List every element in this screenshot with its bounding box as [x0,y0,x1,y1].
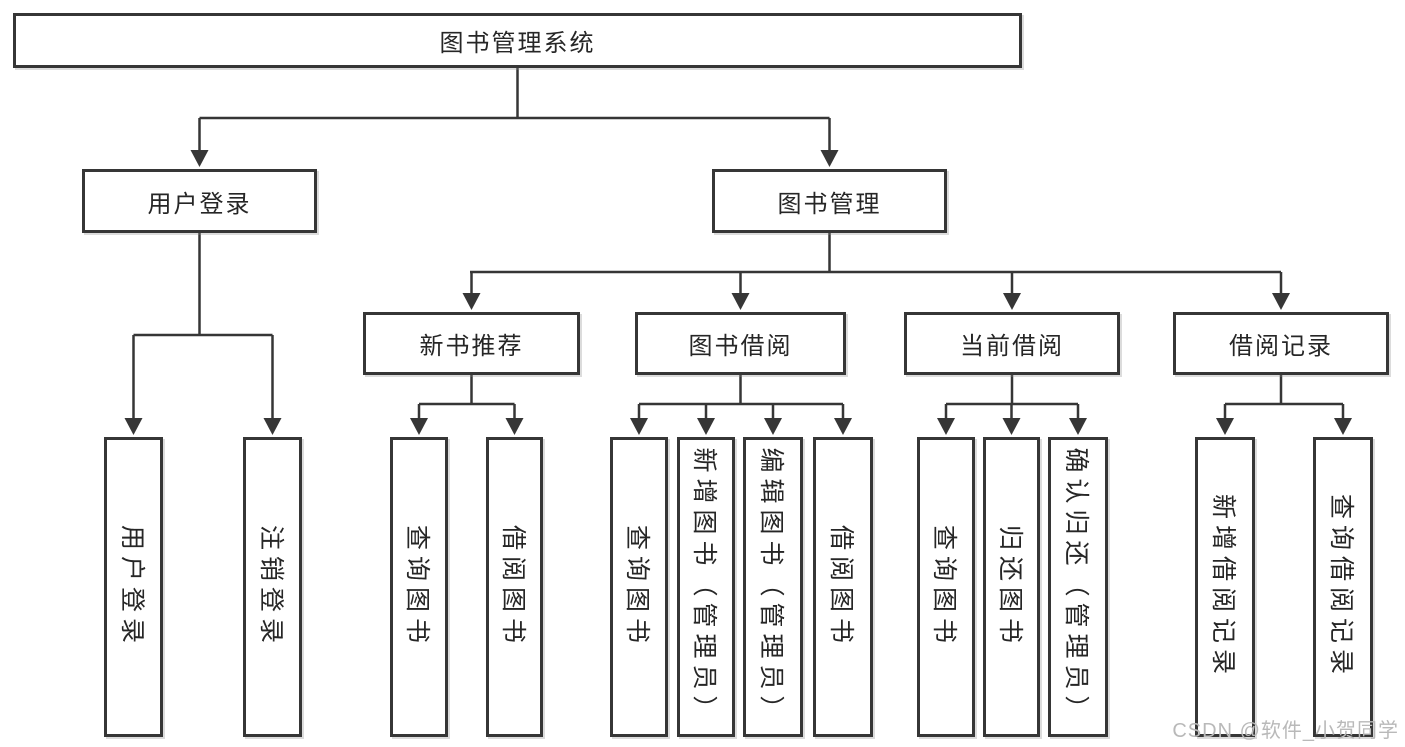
leaf-bb-edit-book-admin: 编辑图书（管理员） [743,437,803,737]
leaf-bb-add-book-admin-label: 新增图书（管理员） [690,447,718,727]
node-root: 图书管理系统 [13,13,1022,68]
leaf-bb-borrow-books: 借阅图书 [813,437,873,737]
node-root-label: 图书管理系统 [439,30,596,57]
leaf-bb-query-books-label: 查询图书 [623,524,651,650]
leaf-bb-query-books: 查询图书 [610,437,668,737]
node-book-borrow-label: 图书借阅 [688,333,793,360]
leaf-bb-edit-book-admin-label: 编辑图书（管理员） [757,447,785,727]
node-book-management: 图书管理 [712,169,947,233]
leaf-br-query-record: 查询借阅记录 [1313,437,1373,737]
arrowheads [124,150,1352,435]
node-borrow-records: 借阅记录 [1173,312,1389,375]
node-book-management-label: 图书管理 [777,190,882,218]
leaf-bb-borrow-books-label: 借阅图书 [827,524,855,650]
leaf-br-add-record-label: 新增借阅记录 [1209,493,1237,681]
node-book-borrow: 图书借阅 [635,312,846,375]
node-user-login: 用户登录 [82,169,317,233]
leaf-nb-borrow-books-label: 借阅图书 [498,524,527,650]
node-new-book-recommend-label: 新书推荐 [419,333,524,360]
node-borrow-records-label: 借阅记录 [1229,333,1333,360]
leaf-cb-query-books-label: 查询图书 [930,524,958,650]
leaf-bb-add-book-admin: 新增图书（管理员） [677,437,735,737]
leaf-nb-query-books: 查询图书 [390,437,448,737]
leaf-logout: 注销登录 [243,437,302,737]
node-current-borrow-label: 当前借阅 [960,333,1064,360]
leaf-cb-query-books: 查询图书 [917,437,975,737]
leaf-cb-confirm-return-admin: 确认归还（管理员） [1048,437,1108,737]
leaf-cb-return-books: 归还图书 [983,437,1040,737]
leaf-cb-return-books-label: 归还图书 [995,524,1024,650]
node-current-borrow: 当前借阅 [904,312,1120,375]
node-new-book-recommend: 新书推荐 [363,312,580,375]
leaf-user-login: 用户登录 [104,437,163,737]
leaf-br-query-record-label: 查询借阅记录 [1327,493,1355,681]
csdn-watermark: CSDN @软件_小贺同学 [1172,720,1399,742]
node-user-login-label: 用户登录 [147,190,252,218]
leaf-cb-confirm-return-admin-label: 确认归还（管理员） [1062,447,1090,727]
leaf-logout-label: 注销登录 [256,524,285,650]
leaf-br-add-record: 新增借阅记录 [1195,437,1255,737]
leaf-nb-query-books-label: 查询图书 [403,524,431,650]
leaf-user-login-label: 用户登录 [117,524,146,650]
leaf-nb-borrow-books: 借阅图书 [486,437,543,737]
